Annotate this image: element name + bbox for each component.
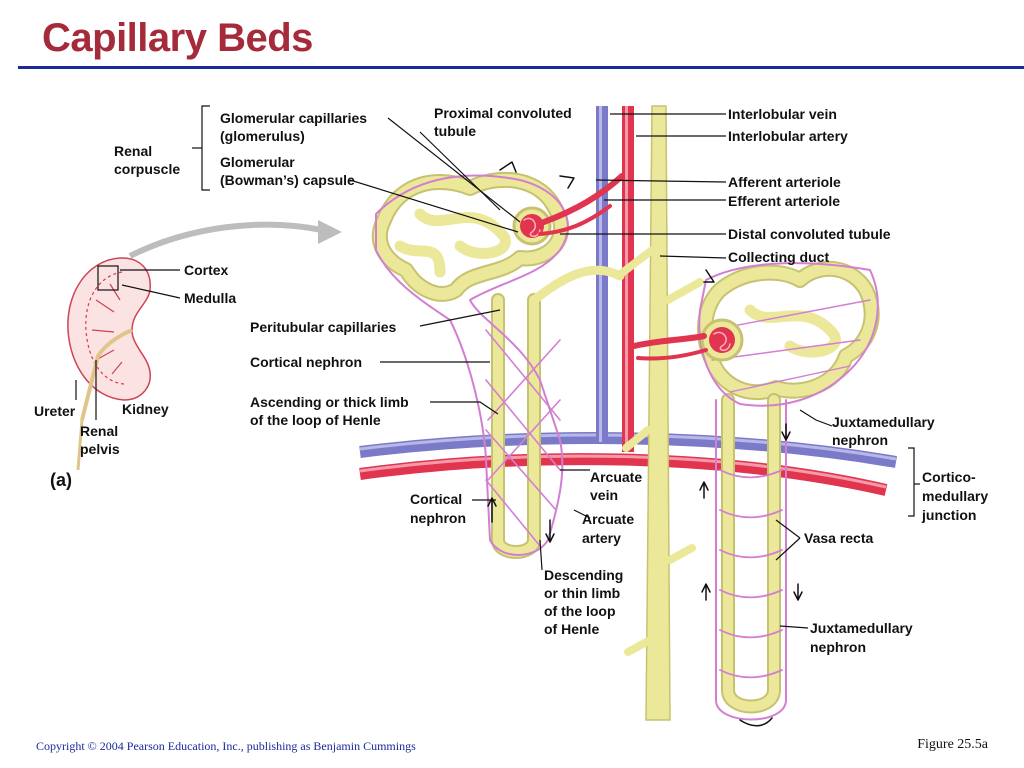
label-renal-corpuscle-2: corpuscle <box>114 161 180 177</box>
label-juxta-bottom-2: nephron <box>810 639 866 655</box>
label-cortical-nephron-bottom-2: nephron <box>410 510 466 526</box>
label-descending-1: Descending <box>544 567 623 583</box>
figure-number: Figure 25.5a <box>917 737 988 752</box>
cortical-nephron <box>371 161 625 559</box>
leader-lines <box>75 105 920 629</box>
label-glomerular-capsule-2: (Bowman’s) capsule <box>220 172 355 188</box>
label-arcuate-vein-2: vein <box>590 487 618 503</box>
label-arcuate-vein-1: Arcuate <box>590 469 642 485</box>
label-glomerular-capillaries-1: Glomerular capillaries <box>220 110 367 126</box>
label-glomerular-capillaries-2: (glomerulus) <box>220 128 305 144</box>
zoom-arrow <box>128 221 323 259</box>
zoom-arrowhead <box>318 220 342 244</box>
label-cortico-2: medullary <box>922 488 988 504</box>
label-ascending-1: Ascending or thick limb <box>250 394 409 410</box>
label-juxta-top-2: nephron <box>832 432 888 448</box>
label-cortico-3: junction <box>921 507 976 523</box>
label-afferent-arteriole: Afferent arteriole <box>728 174 841 190</box>
label-cortical-nephron-top: Cortical nephron <box>250 354 362 370</box>
arcuate-artery <box>359 453 888 496</box>
label-kidney: Kidney <box>122 401 169 417</box>
label-interlobular-artery: Interlobular artery <box>728 128 848 144</box>
label-ureter: Ureter <box>34 403 76 419</box>
diagram-labels: Renal corpuscle Glomerular capillaries (… <box>34 105 988 655</box>
label-glomerular-capsule-1: Glomerular <box>220 154 295 170</box>
juxtamedullary-nephron <box>631 260 880 727</box>
kidney-illustration <box>67 257 151 471</box>
label-renal-pelvis-1: Renal <box>80 423 118 439</box>
label-descending-2: or thin limb <box>544 585 620 601</box>
label-vasa-recta: Vasa recta <box>804 530 873 546</box>
label-panel-a: (a) <box>50 470 72 490</box>
label-arcuate-artery-1: Arcuate <box>582 511 634 527</box>
copyright-notice: Copyright © 2004 Pearson Education, Inc.… <box>36 739 416 753</box>
collecting-duct <box>645 105 671 721</box>
label-descending-4: of Henle <box>544 621 599 637</box>
label-renal-pelvis-2: pelvis <box>80 441 120 457</box>
label-cortex: Cortex <box>184 262 229 278</box>
label-descending-3: of the loop <box>544 603 616 619</box>
label-medulla: Medulla <box>184 290 236 306</box>
label-interlobular-vein: Interlobular vein <box>728 106 837 122</box>
label-distal-tubule: Distal convoluted tubule <box>728 226 891 242</box>
title-rule <box>18 66 1024 69</box>
label-juxta-bottom-1: Juxtamedullary <box>810 620 913 636</box>
label-proximal-2: tubule <box>434 123 476 139</box>
label-ascending-2: of the loop of Henle <box>250 412 381 428</box>
arcuate-artery-hl <box>359 454 887 489</box>
label-juxta-top-1: Juxtamedullary <box>832 414 935 430</box>
label-renal-corpuscle-1: Renal <box>114 143 152 159</box>
label-cortical-nephron-bottom-1: Cortical <box>410 491 462 507</box>
label-collecting-duct: Collecting duct <box>728 249 829 265</box>
label-peritubular: Peritubular capillaries <box>250 319 396 335</box>
slide-title: Capillary Beds <box>42 16 313 60</box>
label-arcuate-artery-2: artery <box>582 530 621 546</box>
label-efferent-arteriole: Efferent arteriole <box>728 193 840 209</box>
label-proximal-1: Proximal convoluted <box>434 105 572 121</box>
label-cortico-1: Cortico- <box>922 469 976 485</box>
